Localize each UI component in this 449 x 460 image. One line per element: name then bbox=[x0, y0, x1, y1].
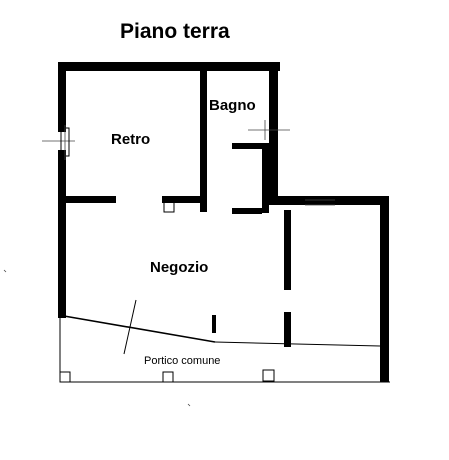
room-label-negozio: Negozio bbox=[150, 259, 208, 276]
plan-details bbox=[3, 120, 390, 407]
room-label-bagno: Bagno bbox=[209, 97, 256, 114]
outer-walls bbox=[58, 62, 389, 382]
internal-walls bbox=[64, 70, 291, 347]
portico-label: Portico comune bbox=[144, 355, 220, 367]
room-label-retro: Retro bbox=[111, 131, 150, 148]
plan-title: Piano terra bbox=[120, 20, 230, 43]
